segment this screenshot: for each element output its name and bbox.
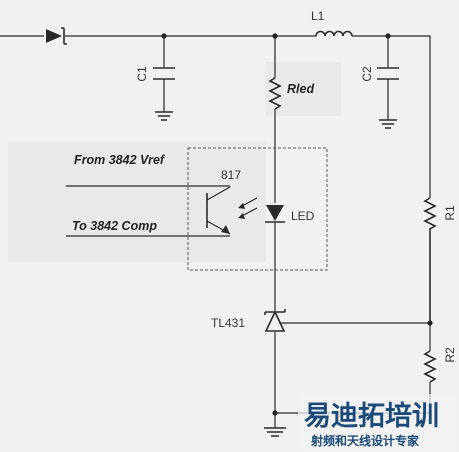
watermark-brand: 易迪拓培训	[304, 401, 439, 432]
capacitor-c2	[377, 36, 399, 129]
label-from-vref: From 3842 Vref	[74, 153, 166, 167]
capacitor-c1	[153, 36, 175, 121]
junction-dot	[272, 410, 278, 416]
resistor-rled	[268, 77, 282, 110]
label-led: LED	[291, 209, 315, 223]
label-to-comp: To 3842 Comp	[72, 219, 157, 233]
label-817: 817	[221, 168, 241, 182]
label-r1: R1	[443, 205, 457, 221]
opto-led	[265, 205, 285, 223]
inductor-l1	[315, 30, 353, 37]
label-c1: C1	[135, 66, 149, 82]
light-arrows	[238, 197, 258, 219]
phototransistor	[206, 186, 231, 235]
label-rled: Rled	[287, 82, 314, 96]
watermark: 易迪拓培训 射频和天线设计专家	[298, 394, 456, 450]
resistor-r1	[423, 197, 437, 323]
wire	[352, 35, 431, 198]
background-panel	[8, 142, 266, 262]
rectifier-diode	[46, 27, 67, 45]
tl431-shunt-regulator	[264, 309, 430, 332]
ground-symbol	[264, 427, 286, 437]
label-r2: R2	[443, 347, 457, 363]
watermark-tagline: 射频和天线设计专家	[310, 433, 420, 448]
label-tl431: TL431	[211, 316, 245, 330]
optocoupler-817-outline	[187, 147, 328, 271]
label-c2: C2	[360, 66, 374, 82]
label-l1: L1	[311, 9, 325, 23]
